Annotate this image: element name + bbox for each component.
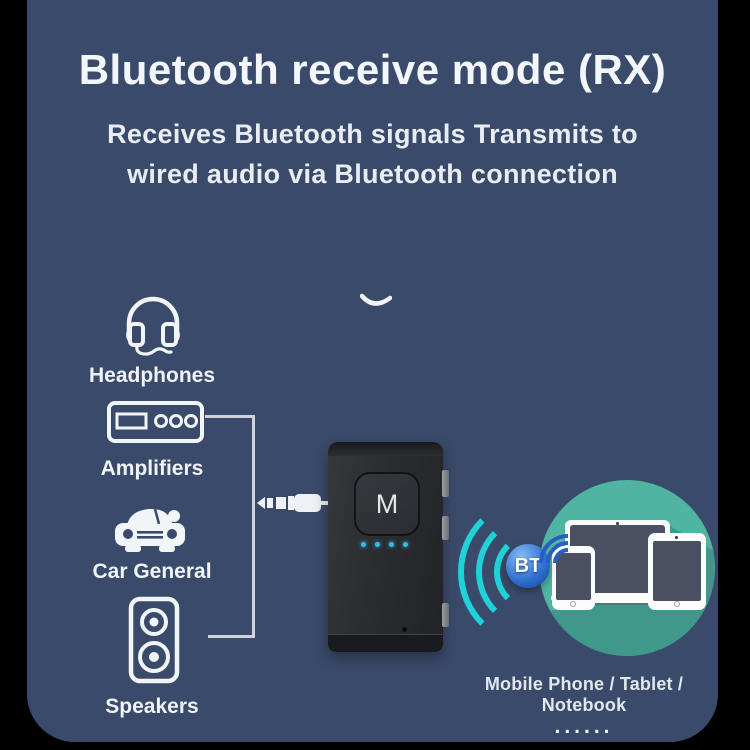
device-bottom-band xyxy=(328,634,443,652)
mode-button: M xyxy=(354,472,420,536)
arc-decoration-icon xyxy=(360,293,392,306)
target-caption-block: Mobile Phone / Tablet / Notebook ...... xyxy=(449,674,719,738)
source-label-speakers: Speakers xyxy=(105,695,199,718)
device-side-button-1 xyxy=(442,470,449,497)
connector-line-amplifier xyxy=(205,415,253,418)
headphones-icon xyxy=(126,296,180,356)
source-label-amplifiers: Amplifiers xyxy=(100,457,204,480)
page-title: Bluetooth receive mode (RX) xyxy=(78,46,667,93)
led-dot xyxy=(375,542,380,547)
car-icon xyxy=(115,508,185,552)
led-indicator-row xyxy=(361,542,408,547)
aux-jack-plug-icon xyxy=(257,494,335,512)
ellipsis-dots: ...... xyxy=(554,715,614,738)
laptop-camera-dot xyxy=(616,521,619,525)
led-dot xyxy=(403,542,408,547)
tablet-home-button xyxy=(674,601,680,607)
connector-line-speaker xyxy=(208,635,253,638)
signal-wave-icon xyxy=(458,496,610,648)
mode-button-label: M xyxy=(375,488,399,519)
poster-panel: Bluetooth receive mode (RX) Receives Blu… xyxy=(27,0,718,742)
device-side-button-2 xyxy=(442,516,449,540)
amplifier-icon xyxy=(107,401,204,443)
target-caption: Mobile Phone / Tablet / Notebook xyxy=(484,674,684,715)
tablet-screen xyxy=(653,541,701,601)
tablet-camera-dot xyxy=(675,536,678,539)
led-dot xyxy=(389,542,394,547)
bluetooth-badge-label: BT xyxy=(514,554,542,577)
subtitle-line-1: Receives Bluetooth signals Transmits to xyxy=(107,119,638,149)
source-label-headphones: Headphones xyxy=(88,364,216,387)
phone-home-button xyxy=(570,601,576,607)
mobile-phone-icon xyxy=(552,546,595,610)
tablet-icon xyxy=(648,533,706,610)
connector-line-vertical xyxy=(252,415,255,638)
bluetooth-badge: BT xyxy=(506,544,550,588)
device-top-bevel xyxy=(328,442,443,456)
led-dot xyxy=(361,542,366,547)
speaker-icon xyxy=(128,596,180,684)
target-devices-illustration xyxy=(539,480,715,656)
mic-hole xyxy=(402,627,407,632)
subtitle-line-2: wired audio via Bluetooth connection xyxy=(127,159,618,189)
laptop-base xyxy=(551,593,677,603)
phone-screen xyxy=(556,553,591,600)
source-label-car-general: Car General xyxy=(92,560,212,583)
bluetooth-receiver-device: M xyxy=(328,442,449,652)
page-subtitle: Receives Bluetooth signals Transmits to … xyxy=(27,114,718,194)
device-side-button-3 xyxy=(442,603,449,627)
